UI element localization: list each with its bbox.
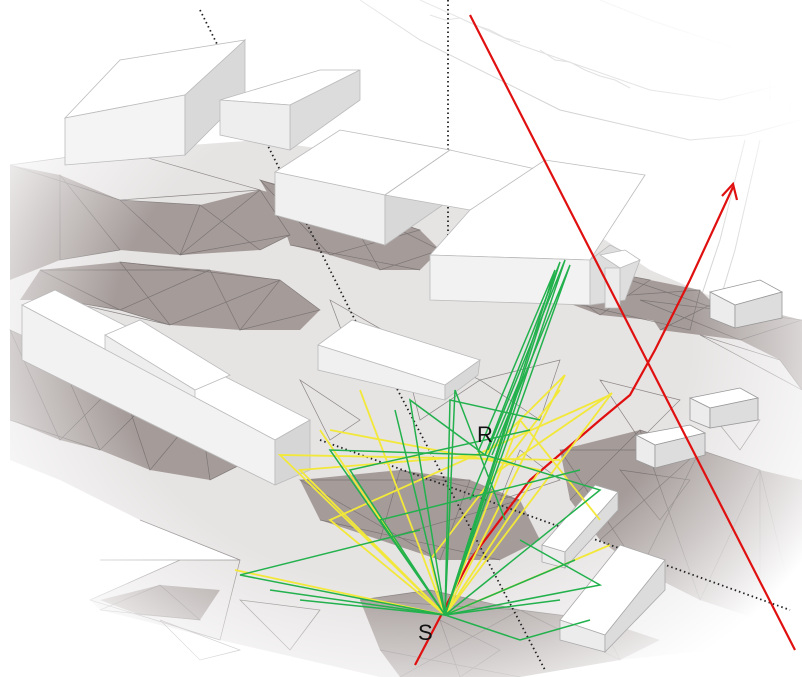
ray-green-5 — [408, 398, 486, 616]
ray-green-18 — [239, 529, 446, 616]
ray-yellow-5 — [444, 392, 613, 616]
ray-green-12 — [444, 599, 561, 616]
building-lower-right-1 — [541, 484, 619, 570]
building-right-small-1 — [708, 279, 784, 329]
red-arrow-head — [721, 181, 739, 201]
red-diagonal-line — [469, 14, 796, 651]
receiver-label: R — [477, 422, 493, 447]
ray-green-20 — [444, 379, 521, 616]
ray-yellow-7 — [359, 389, 446, 616]
buildings — [21, 39, 784, 653]
ray-green-4 — [444, 259, 566, 616]
ray-green-2 — [444, 264, 571, 616]
ray-green-6 — [394, 409, 446, 616]
building-right-small-3 — [634, 424, 707, 469]
building-center-top — [273, 129, 646, 309]
ray-yellow-8 — [297, 454, 486, 616]
ray-green-13 — [444, 614, 591, 641]
source-label: S — [418, 620, 433, 645]
ray-paths-green — [239, 259, 603, 641]
building-right-small-2 — [688, 387, 760, 429]
building-left-long — [21, 289, 311, 486]
ray-green-19 — [444, 389, 506, 616]
ray-green-10 — [444, 454, 602, 616]
building-top-left — [63, 39, 361, 166]
ray-yellow-12 — [329, 429, 542, 616]
ray-green-9 — [299, 599, 446, 616]
ray-green-16 — [378, 469, 581, 616]
building-lower-right-2 — [559, 544, 666, 653]
building-center-mid — [317, 319, 481, 401]
ray-green-17 — [444, 539, 603, 616]
ray-green-8 — [269, 589, 446, 616]
ray-green-14 — [348, 429, 531, 616]
ray-yellow-11 — [328, 394, 611, 616]
ray-green-11 — [444, 559, 576, 616]
ray-yellow-6 — [444, 418, 601, 616]
